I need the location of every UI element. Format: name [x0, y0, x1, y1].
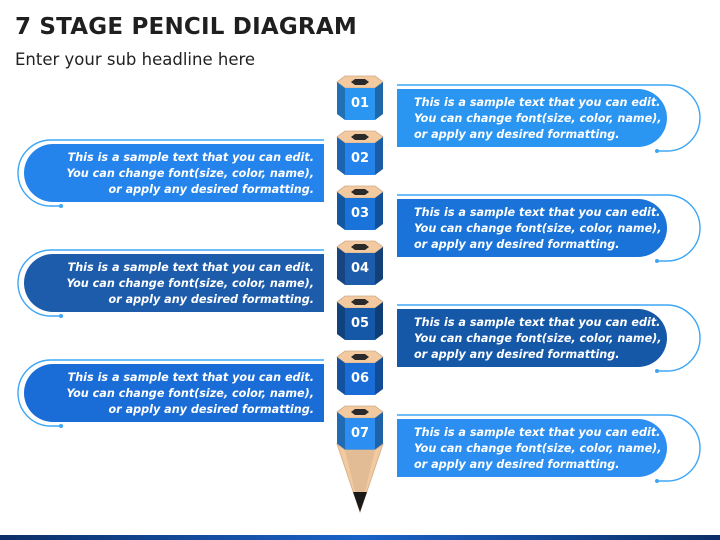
pencil-body-left-face — [337, 302, 345, 340]
pencil-body-left-face — [337, 192, 345, 230]
stage-number: 07 — [350, 426, 370, 441]
pencil-body-left-face — [337, 357, 345, 395]
stage-text-box — [397, 199, 667, 257]
stage-description-line: or apply any desired formatting. — [108, 403, 314, 416]
pencil-lead-core — [351, 134, 369, 140]
stage-number: 05 — [350, 316, 370, 331]
bottom-accent-bar — [0, 535, 720, 540]
pencil-body-front-face — [345, 363, 375, 395]
stage-outline-dot — [655, 259, 659, 263]
pencil-body-right-face — [375, 247, 383, 285]
stage-description-line: This is a sample text that you can edit. — [67, 261, 314, 274]
pencil-body-right-face — [375, 192, 383, 230]
pencil-body-left-face — [337, 137, 345, 175]
pencil-tip-lead — [353, 492, 367, 512]
stage-number: 04 — [350, 261, 370, 276]
pencil-lead-core — [351, 299, 369, 305]
pencil-body-right-face — [375, 412, 383, 450]
pencil-body-front-face — [345, 418, 375, 450]
stage-description: This is a sample text that you can edit.… — [24, 150, 314, 198]
pencil-body-left-face — [337, 412, 345, 450]
stage-text-box — [397, 89, 667, 147]
pencil-lead-core — [351, 354, 369, 360]
stage-outline-dot — [59, 424, 63, 428]
pencil-body-front-face — [345, 308, 375, 340]
stage-description-line: or apply any desired formatting. — [108, 183, 314, 196]
stage-description-line: This is a sample text that you can edit. — [414, 316, 661, 329]
stage-outline-arc — [17, 359, 324, 427]
pencil-lead-core — [351, 79, 369, 85]
stage-description: This is a sample text that you can edit.… — [414, 425, 684, 473]
stage-description-line: You can change font(size, color, name), — [414, 332, 662, 345]
stage-outline-arc — [17, 249, 324, 317]
stage-number: 06 — [350, 371, 370, 386]
stage-description-line: You can change font(size, color, name), — [66, 387, 314, 400]
pencil-body-front-face — [345, 253, 375, 285]
pencil-body-right-face — [375, 137, 383, 175]
stage-description-line: or apply any desired formatting. — [414, 238, 620, 251]
stage-number: 02 — [350, 151, 370, 166]
stage-description: This is a sample text that you can edit.… — [24, 370, 314, 418]
stage-number: 03 — [350, 206, 370, 221]
pencil-body-front-face — [345, 88, 375, 120]
stage-text-box — [24, 254, 324, 312]
pencil-tip-front — [345, 450, 375, 512]
pencil-lead-core — [351, 409, 369, 415]
stage-text-box — [397, 309, 667, 367]
pencil-body-right-face — [375, 302, 383, 340]
stage-text-box — [397, 419, 667, 477]
stage-outline-arc — [397, 84, 701, 152]
stage-description-line: or apply any desired formatting. — [414, 458, 620, 471]
stage-outline-arc — [17, 139, 324, 207]
stage-description-line: This is a sample text that you can edit. — [414, 426, 661, 439]
stage-description-line: This is a sample text that you can edit. — [67, 371, 314, 384]
stage-description: This is a sample text that you can edit.… — [414, 95, 684, 143]
stage-description-line: This is a sample text that you can edit. — [414, 96, 661, 109]
stage-text-box — [24, 144, 324, 202]
stage-description-line: You can change font(size, color, name), — [414, 112, 662, 125]
stage-description: This is a sample text that you can edit.… — [414, 315, 684, 363]
stage-number: 01 — [350, 96, 370, 111]
stage-description-line: You can change font(size, color, name), — [66, 277, 314, 290]
pencil-body-left-face — [337, 82, 345, 120]
pencil-body-right-face — [375, 357, 383, 395]
page-title: 7 STAGE PENCIL DIAGRAM — [15, 14, 357, 40]
stage-description-line: or apply any desired formatting. — [108, 293, 314, 306]
stage-outline-dot — [655, 149, 659, 153]
pencil-body-front-face — [345, 143, 375, 175]
pencil-body-left-face — [337, 247, 345, 285]
stage-text-box — [24, 364, 324, 422]
pencil-lead-core — [351, 189, 369, 195]
stage-description: This is a sample text that you can edit.… — [414, 205, 684, 253]
stage-description-line: or apply any desired formatting. — [414, 348, 620, 361]
stage-outline-dot — [59, 204, 63, 208]
stage-description-line: You can change font(size, color, name), — [414, 222, 662, 235]
stage-outline-arc — [397, 414, 701, 482]
stage-description-line: This is a sample text that you can edit. — [414, 206, 661, 219]
stage-description: This is a sample text that you can edit.… — [24, 260, 314, 308]
stage-description-line: You can change font(size, color, name), — [66, 167, 314, 180]
stage-outline-arc — [397, 194, 701, 262]
stage-outline-dot — [655, 479, 659, 483]
stage-outline-dot — [59, 314, 63, 318]
page-subtitle: Enter your sub headline here — [15, 50, 256, 69]
pencil-lead-core — [351, 244, 369, 250]
pencil-body-front-face — [345, 198, 375, 230]
stage-outline-dot — [655, 369, 659, 373]
stage-description-line: You can change font(size, color, name), — [414, 442, 662, 455]
stage-outline-arc — [397, 304, 701, 372]
pencil-body-right-face — [375, 82, 383, 120]
stage-description-line: or apply any desired formatting. — [414, 128, 620, 141]
stage-description-line: This is a sample text that you can edit. — [67, 151, 314, 164]
